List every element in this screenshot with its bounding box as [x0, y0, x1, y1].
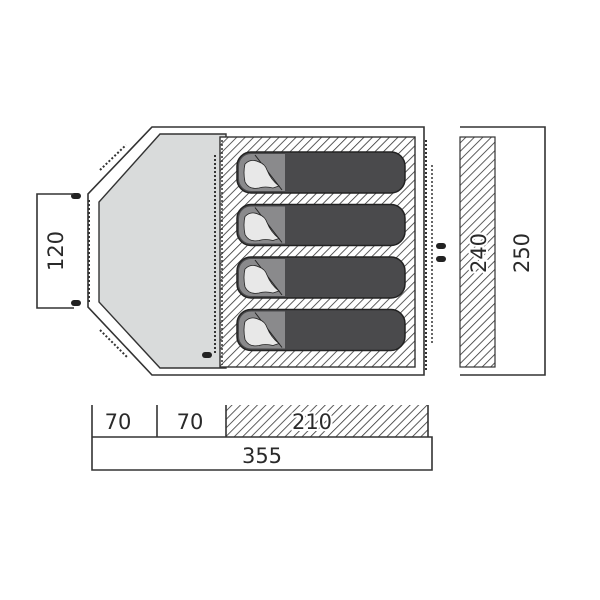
length-bracket	[91, 405, 433, 471]
toggle-icon	[202, 352, 212, 358]
toggle-icon	[436, 243, 446, 249]
vestibule-middle-label: 70	[177, 410, 204, 434]
inner-length-label: 210	[292, 410, 332, 434]
sleeping-bag	[236, 256, 406, 299]
toggle-icon	[436, 256, 446, 262]
vestibule-area	[98, 133, 227, 369]
toggle-icon	[71, 300, 81, 306]
vestibule-front-label: 70	[105, 410, 132, 434]
flysheet-outline	[87, 126, 425, 376]
inner-width-bar	[459, 136, 496, 368]
outer-width-bracket	[460, 126, 546, 376]
inner-width-label: 240	[467, 233, 491, 273]
sleeping-bag	[236, 308, 406, 352]
vent-bottom	[99, 329, 129, 359]
sleeping-bag	[236, 151, 406, 194]
door-width-bracket	[36, 193, 74, 309]
door-width-label: 120	[44, 231, 68, 271]
sleeping-bag	[236, 203, 406, 247]
inner-length-bar	[226, 405, 428, 437]
total-length-label: 355	[242, 444, 282, 468]
sleeping-bags	[236, 151, 406, 352]
outer-width-label: 250	[510, 233, 534, 273]
